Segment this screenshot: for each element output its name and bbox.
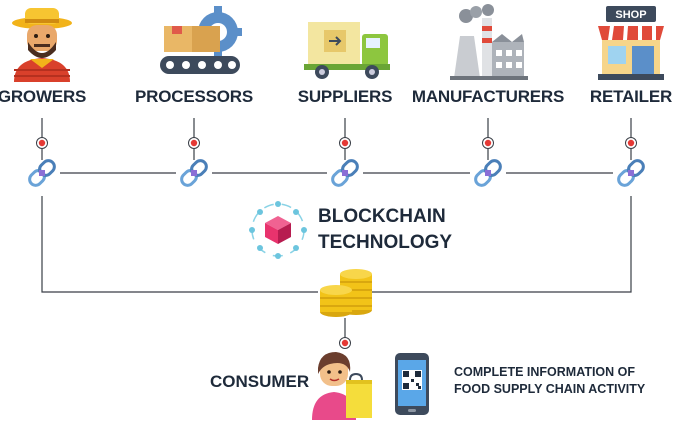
conveyor-gear-icon	[160, 6, 242, 74]
stage-label-retailer: RETAILER	[589, 87, 673, 106]
blockchain-title-line2: TECHNOLOGY	[318, 232, 453, 253]
info-text-line1: COMPLETE INFORMATION OF	[454, 365, 636, 379]
shopper-icon	[312, 352, 372, 420]
stage-label-manufacturers: MANUFACTURERS	[411, 87, 565, 106]
info-text-line2: FOOD SUPPLY CHAIN ACTIVITY	[454, 382, 646, 396]
blockchain-title: BLOCKCHAIN TECHNOLOGY	[318, 204, 452, 256]
delivery-truck-icon	[304, 22, 390, 79]
shop-sign-text: SHOP	[615, 9, 646, 21]
chain-link-icon	[474, 159, 502, 187]
chain-link-icon	[331, 159, 359, 187]
farmer-icon	[12, 8, 72, 82]
coin-stack-icon	[320, 269, 372, 317]
stage-label-processors: PROCESSORS	[135, 87, 253, 106]
factory-icon	[450, 4, 528, 80]
consumer-label: CONSUMER	[210, 372, 310, 391]
stage-label-suppliers: SUPPLIERS	[297, 87, 393, 106]
blockchain-cube-icon	[249, 201, 307, 259]
blockchain-title-line1: BLOCKCHAIN	[318, 206, 446, 227]
info-text: COMPLETE INFORMATION OF FOOD SUPPLY CHAI…	[454, 364, 645, 398]
chain-link-icon	[28, 159, 56, 187]
shop-icon: SHOP	[598, 6, 664, 80]
chain-link-icon	[180, 159, 208, 187]
phone-qr-icon	[395, 353, 429, 415]
stage-label-growers: GROWERS	[0, 87, 87, 106]
chain-link-icon	[617, 159, 645, 187]
